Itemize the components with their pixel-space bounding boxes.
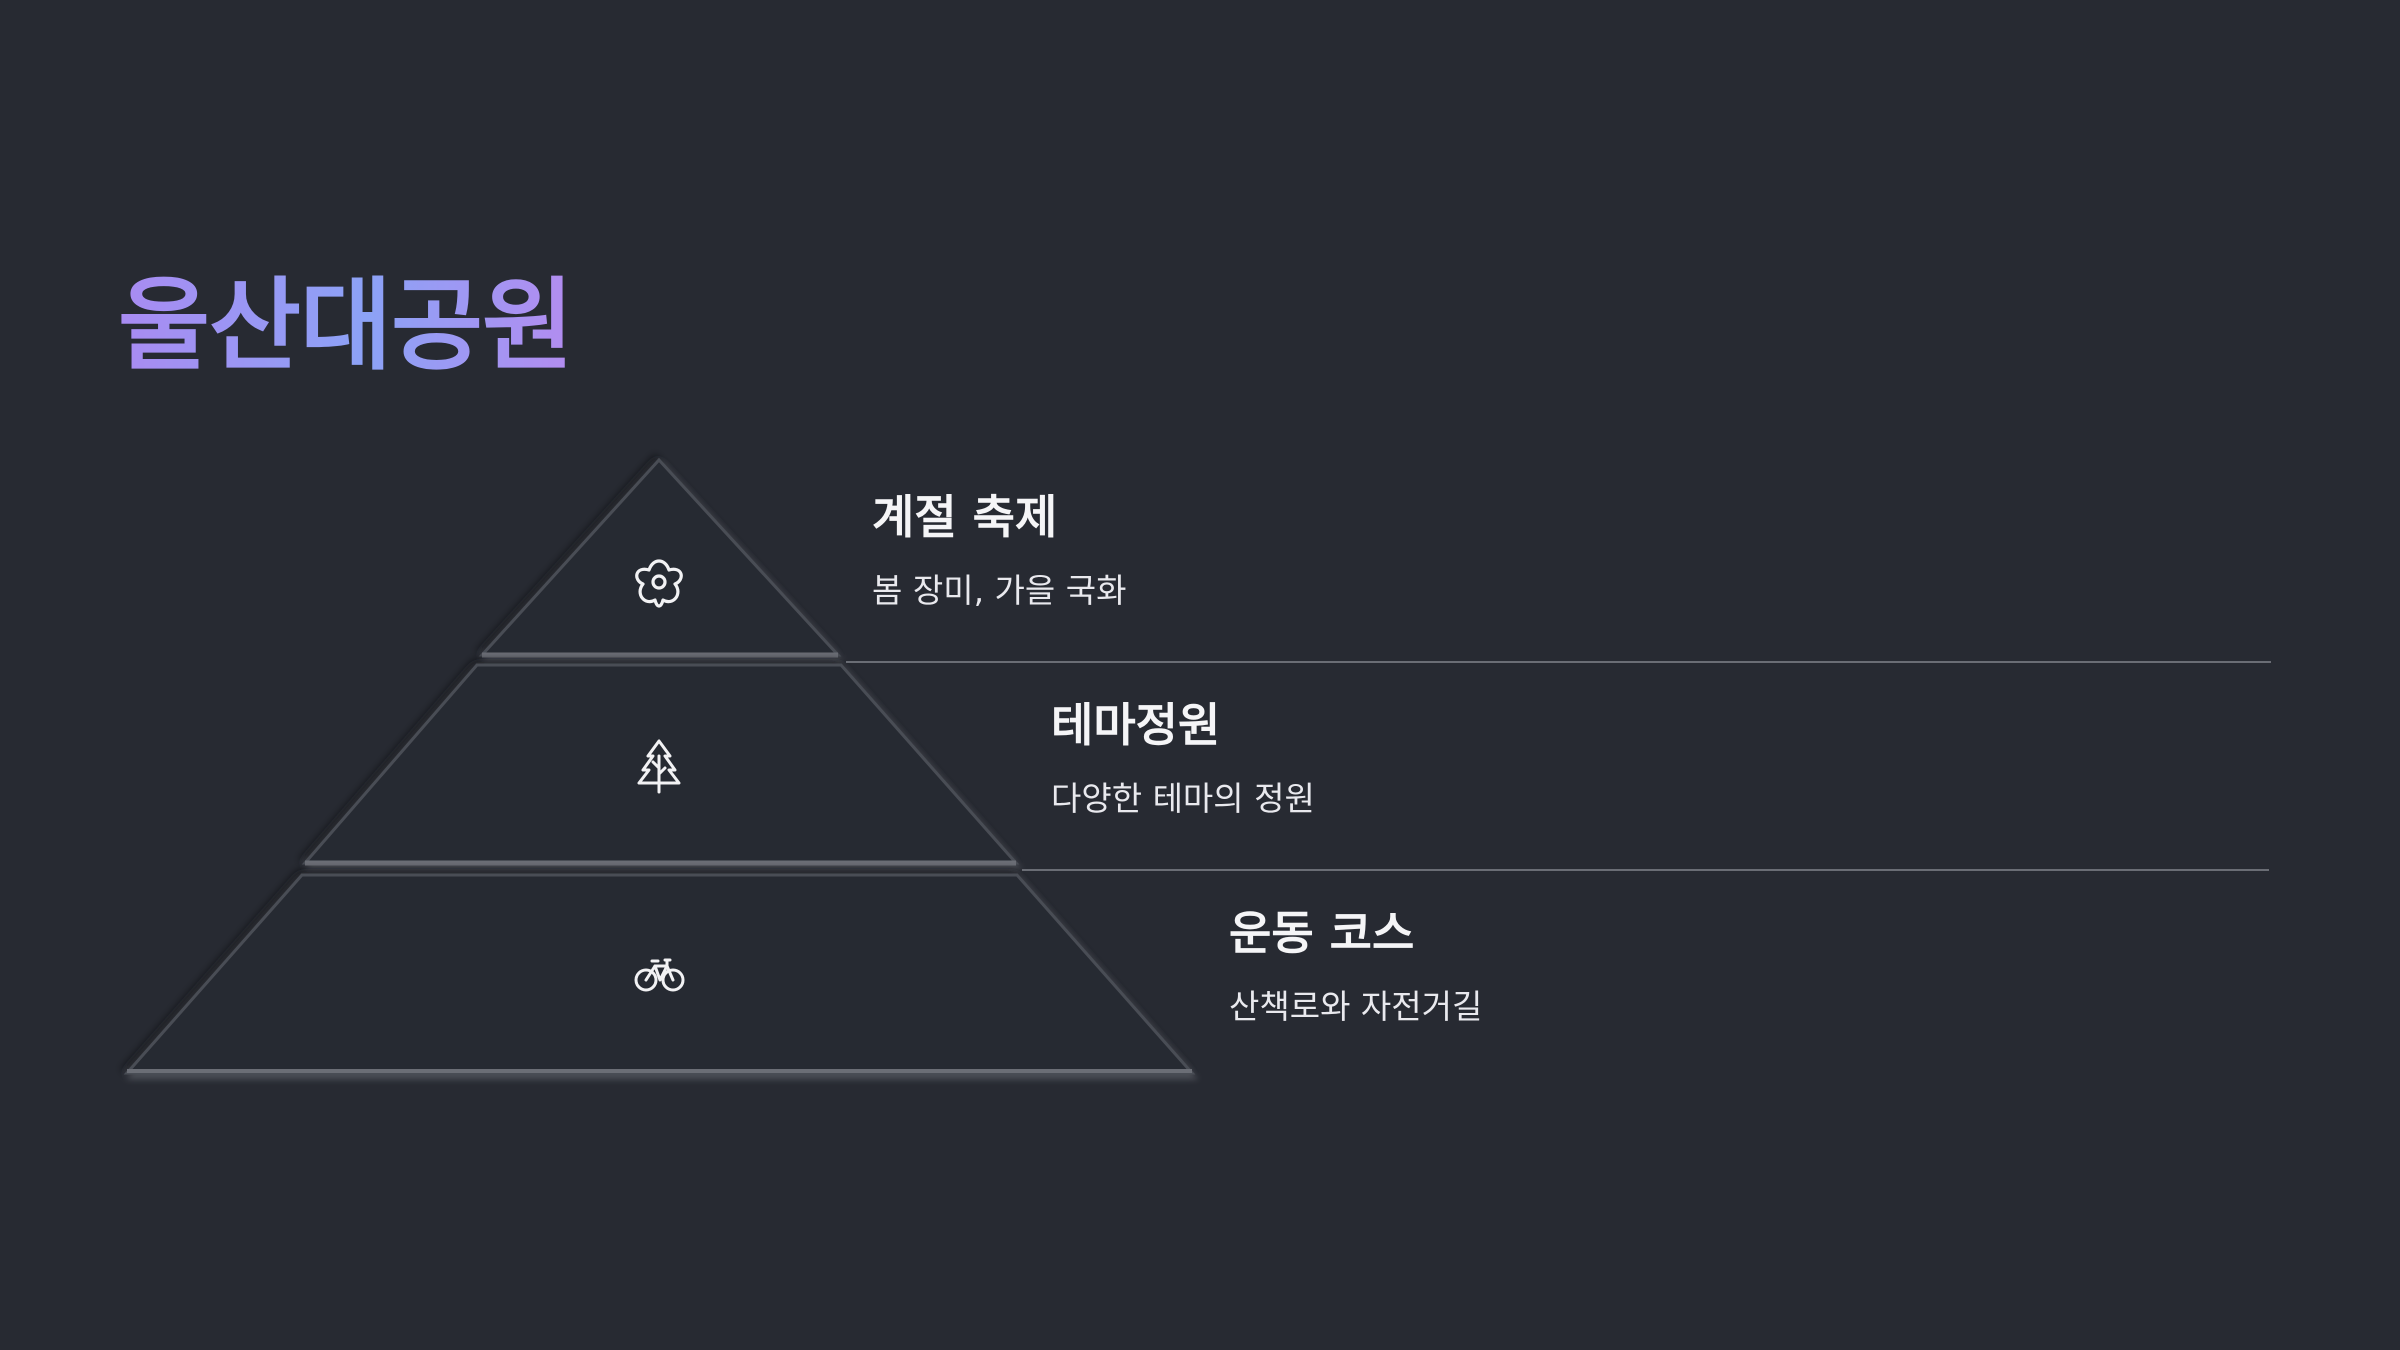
slide-title: 울산대공원 [118,267,574,384]
tier-text-1: 계절 축제 봄 장미, 가을 국화 [872,490,1126,611]
tier-description: 다양한 테마의 정원 [1051,779,1315,819]
tier-text-2: 테마정원 다양한 테마의 정원 [1051,698,1315,819]
pyramid-tier-1 [478,457,842,658]
tier-description: 봄 장미, 가을 국화 [872,571,1127,611]
tier-heading: 테마정원 [1051,698,1221,752]
tier-text-3: 운동 코스 산책로와 자전거길 [1229,906,1482,1027]
tier-description: 산책로와 자전거길 [1229,987,1483,1027]
tier-heading: 계절 축제 [872,490,1058,544]
flower-icon [635,559,683,608]
tree-icon [637,739,681,794]
tier-heading: 운동 코스 [1229,906,1415,960]
pyramid-tier-3 [123,873,1196,1075]
bicycle-icon [634,958,685,992]
